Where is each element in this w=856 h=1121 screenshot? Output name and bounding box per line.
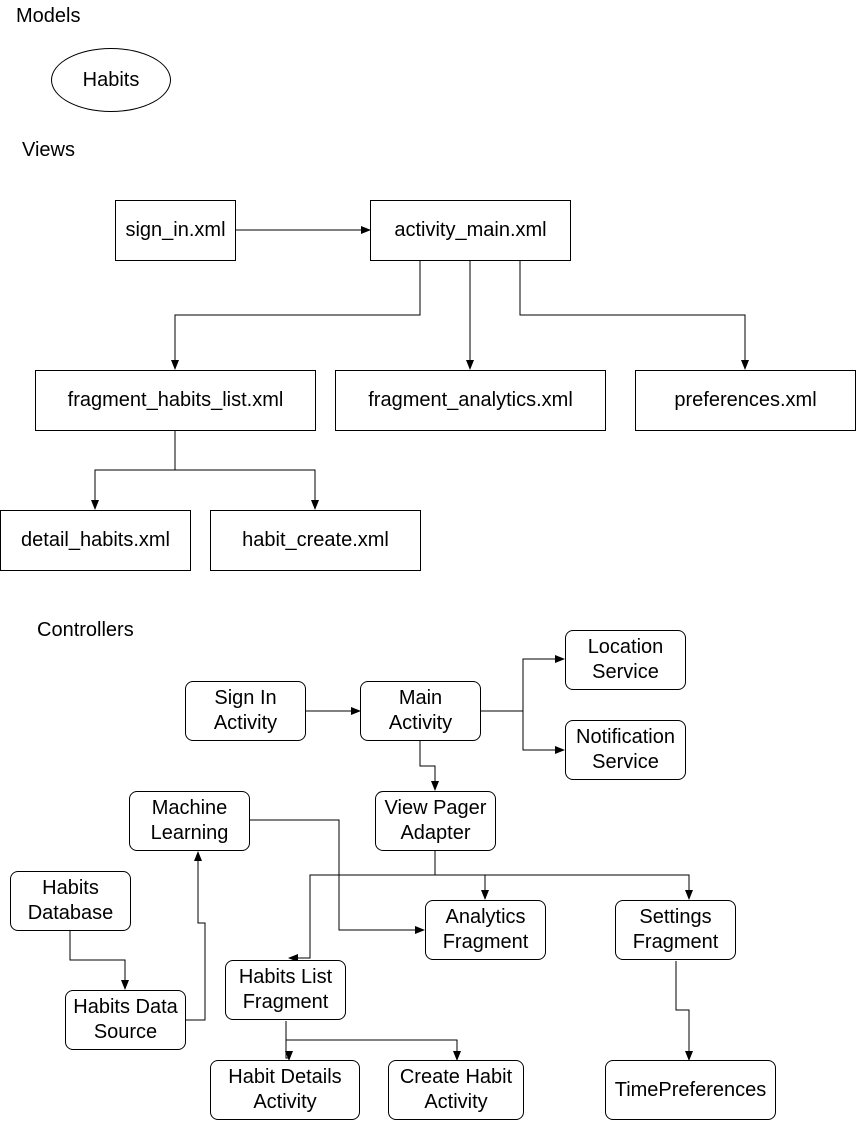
controller-notification-service: Notification Service bbox=[565, 720, 686, 780]
controller-habits-list-fragment: Habits List Fragment bbox=[225, 960, 346, 1020]
connector-main-activity-to-location-service bbox=[481, 655, 565, 712]
controller-habits-database: Habits Database bbox=[10, 871, 131, 931]
connector-settings-fragment-to-time-preferences bbox=[675, 961, 693, 1061]
connector-habits-list-to-create-habit bbox=[286, 1039, 461, 1061]
connector-activity-main-to-preferences bbox=[519, 261, 749, 370]
view-preferences: preferences.xml bbox=[635, 370, 856, 431]
controller-view-pager-adapter: View Pager Adapter bbox=[375, 791, 496, 851]
connector-main-activity-to-view-pager bbox=[419, 741, 439, 791]
connector-machine-learning-to-analytics-fragment bbox=[250, 819, 425, 934]
view-sign-in: sign_in.xml bbox=[115, 200, 236, 261]
view-detail-habits: detail_habits.xml bbox=[0, 510, 191, 571]
connector-view-pager-to-settings-fragment bbox=[485, 874, 693, 900]
controller-main-activity: Main Activity bbox=[360, 681, 481, 741]
section-title-controllers: Controllers bbox=[37, 619, 134, 641]
controller-create-habit-activity: Create Habit Activity bbox=[388, 1060, 524, 1120]
connector-activity-main-to-habits-list bbox=[171, 261, 421, 370]
connector-habits-list-to-detail bbox=[91, 431, 176, 510]
view-habit-create: habit_create.xml bbox=[210, 510, 421, 571]
controller-sign-in-activity: Sign In Activity bbox=[185, 681, 306, 741]
controller-machine-learning: Machine Learning bbox=[129, 791, 250, 851]
connector-data-source-to-machine-learning bbox=[186, 851, 206, 1021]
view-activity-main: activity_main.xml bbox=[370, 200, 571, 261]
connector-habits-list-to-create bbox=[175, 469, 319, 510]
connector-main-activity-to-notification-service bbox=[522, 711, 565, 754]
view-fragment-analytics: fragment_analytics.xml bbox=[335, 370, 606, 431]
connector-habits-database-to-data-source bbox=[69, 931, 129, 990]
connector-view-pager-to-habits-list-fragment bbox=[288, 874, 485, 962]
section-title-views: Views bbox=[22, 139, 75, 161]
model-habits: Habits bbox=[51, 48, 171, 112]
view-fragment-habits-list: fragment_habits_list.xml bbox=[35, 370, 316, 431]
controller-analytics-fragment: Analytics Fragment bbox=[425, 900, 546, 960]
controller-settings-fragment: Settings Fragment bbox=[615, 900, 736, 960]
controller-habit-details-activity: Habit Details Activity bbox=[210, 1060, 360, 1120]
section-title-models: Models bbox=[16, 5, 81, 27]
controller-time-preferences: TimePreferences bbox=[605, 1060, 776, 1120]
controller-location-service: Location Service bbox=[565, 630, 686, 690]
controller-habits-data-source: Habits Data Source bbox=[65, 990, 186, 1050]
